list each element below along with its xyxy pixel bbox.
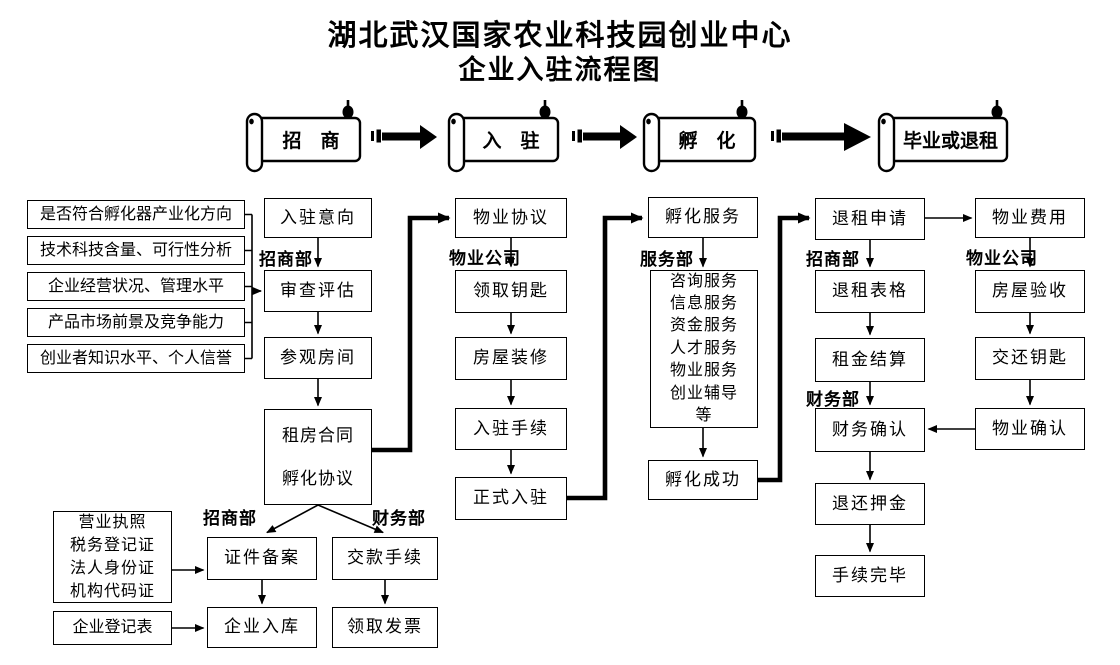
- node-service-consulting: 咨询服务: [669, 272, 738, 290]
- node-doc-tax-registration: 税务登记证: [69, 537, 155, 554]
- banner-recruit-label: 招 商: [282, 131, 340, 152]
- connector-contract-to-property-agreement: [372, 212, 451, 453]
- dept-label-finance-dept-1: 财务部: [372, 509, 426, 528]
- node-return-keys: 交还钥匙: [975, 337, 1085, 380]
- node-company-registration-form: 企业登记表: [53, 611, 172, 645]
- node-doc-org-code: 机构代码证: [69, 583, 155, 600]
- dept-label-property-company-2: 物业公司: [966, 249, 1038, 268]
- node-criterion-direction: 是否符合孵化器产业化方向: [27, 200, 245, 229]
- node-property-confirm: 物业确认: [975, 408, 1085, 450]
- node-doc-legal-id: 法人身份证: [69, 560, 155, 577]
- node-service-information: 信息服务: [669, 294, 738, 312]
- connector-stage1-chain: [172, 238, 389, 632]
- node-service-funding: 资金服务: [669, 317, 738, 335]
- node-procedure-complete: 手续完毕: [815, 555, 925, 597]
- dept-label-service-dept: 服务部: [640, 250, 694, 269]
- scroll-banner-incubate: [642, 100, 757, 173]
- node-doc-business-license: 营业执照: [78, 514, 147, 531]
- banner-incubate-label: 孵 化: [678, 131, 736, 152]
- node-checkin-procedure: 入驻手续: [455, 408, 567, 450]
- node-criterion-technology: 技术科技含量、可行性分析: [27, 236, 245, 265]
- scroll-banner-checkin: [447, 100, 560, 173]
- connector-success-to-refund: [758, 212, 811, 483]
- node-certificate-filing: 证件备案: [207, 537, 317, 580]
- node-criterion-market: 产品市场前景及竞争能力: [27, 308, 245, 337]
- node-official-checkin: 正式入驻: [455, 477, 567, 520]
- stage-arrow-3: [771, 123, 871, 151]
- node-review-assess: 审查评估: [264, 270, 372, 312]
- page-title-line1: 湖北武汉国家农业科技园创业中心: [327, 20, 793, 52]
- dept-label-recruit-dept-2: 招商部: [203, 509, 257, 528]
- node-criterion-reputation: 创业者知识水平、个人信誉: [27, 344, 245, 373]
- node-incubation-success: 孵化成功: [648, 460, 758, 500]
- node-service-coaching: 创业辅导: [669, 384, 738, 402]
- connector-stage4-chain: [866, 214, 1034, 553]
- node-service-etc: 等: [695, 407, 713, 425]
- node-get-keys: 领取钥匙: [455, 270, 567, 313]
- node-property-agreement: 物业协议: [455, 198, 567, 238]
- node-lease-contract-line1: 租房合同: [282, 426, 354, 445]
- node-lease-contract-line2: 孵化协议: [282, 469, 354, 488]
- node-payment-procedure: 交款手续: [332, 537, 438, 580]
- node-rent-settlement: 租金结算: [815, 338, 925, 382]
- node-service-talent: 人才服务: [669, 339, 738, 357]
- dept-label-recruit-dept-1: 招商部: [259, 250, 313, 269]
- banner-graduate-label: 毕业或退租: [902, 131, 998, 152]
- dept-label-finance-dept-2: 财务部: [806, 390, 860, 409]
- node-finance-confirm: 财务确认: [815, 408, 925, 452]
- node-house-inspection: 房屋验收: [975, 270, 1085, 313]
- connector-checkin-to-incubation: [567, 212, 644, 501]
- node-service-list: 咨询服务 信息服务 资金服务 人才服务 物业服务 创业辅导 等: [650, 270, 758, 428]
- node-incubation-service: 孵化服务: [648, 197, 758, 238]
- scroll-banner-recruit: [245, 100, 362, 173]
- node-property-fee: 物业费用: [975, 198, 1085, 238]
- node-required-documents: 营业执照 税务登记证 法人身份证 机构代码证: [53, 511, 172, 603]
- page-title-line2: 企业入驻流程图: [458, 55, 662, 85]
- node-house-renovation: 房屋装修: [455, 337, 567, 380]
- dept-label-property-company-1: 物业公司: [449, 249, 521, 268]
- scroll-banner-graduate: [877, 100, 1009, 173]
- stage-arrow-2: [572, 125, 637, 149]
- node-refund-application: 退租申请: [815, 198, 925, 240]
- node-receive-invoice: 领取发票: [332, 607, 438, 648]
- dept-label-recruit-dept-3: 招商部: [806, 250, 860, 269]
- node-criterion-management: 企业经营状况、管理水平: [27, 272, 245, 301]
- node-visit-rooms: 参观房间: [264, 337, 372, 379]
- node-refund-form: 退租表格: [815, 270, 925, 313]
- banner-checkin-label: 入 驻: [482, 131, 540, 152]
- node-company-database-entry: 企业入库: [207, 607, 317, 648]
- node-deposit-return: 退还押金: [815, 483, 925, 525]
- connector-criteria-bracket: [245, 213, 262, 360]
- node-entry-intent: 入驻意向: [264, 198, 372, 238]
- node-lease-contract: 租房合同 孵化协议: [264, 409, 372, 505]
- node-service-property: 物业服务: [669, 362, 738, 380]
- stage-arrow-1: [371, 125, 437, 149]
